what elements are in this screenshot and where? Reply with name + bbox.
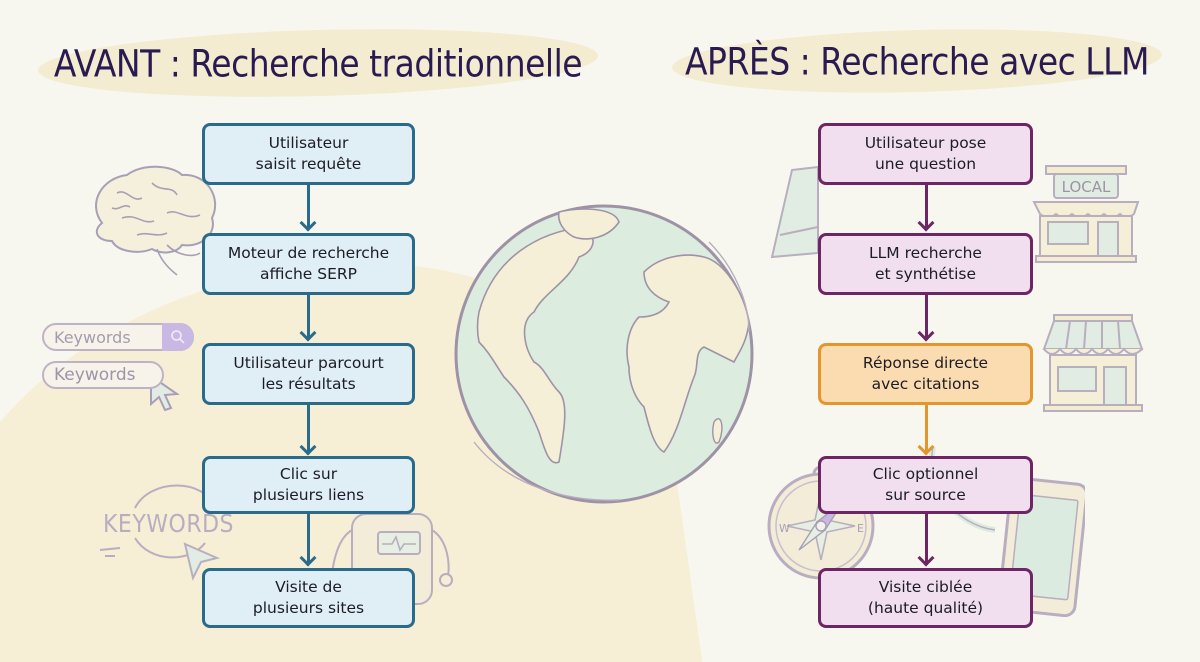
arrow-down-icon <box>917 295 935 342</box>
step-box: Utilisateur parcourt les résultats <box>202 343 415 405</box>
step-box: Utilisateur pose une question <box>818 123 1033 185</box>
step-text: une question <box>874 155 977 173</box>
step-text: affiche SERP <box>259 265 358 283</box>
step-box: Clic optionnel sur source <box>818 456 1033 514</box>
step-text: LLM recherche <box>869 244 982 262</box>
step-text: Visite de <box>275 578 342 596</box>
arrow-down-icon <box>299 514 317 567</box>
svg-text:LOCAL: LOCAL <box>1062 178 1111 196</box>
title-left-wrap: AVANT : Recherche traditionnelle <box>37 22 599 104</box>
step-text: (haute qualité) <box>867 599 984 617</box>
step-text: Moteur de recherche <box>227 244 390 262</box>
arrow-down-icon <box>299 295 317 342</box>
step-text: Clic optionnel <box>872 465 979 483</box>
step-text: Clic sur <box>279 465 338 483</box>
step-text: Utilisateur pose <box>864 134 987 152</box>
step-text: Réponse directe <box>862 354 989 372</box>
arrow-down-icon <box>299 405 317 456</box>
step-text: Utilisateur <box>268 134 349 152</box>
shop-icon: LOCAL <box>1032 165 1140 263</box>
step-text: sur source <box>885 486 966 504</box>
step-box: LLM recherche et synthétise <box>818 233 1033 295</box>
step-text: Utilisateur parcourt <box>233 354 384 372</box>
arrow-down-icon <box>917 185 935 232</box>
step-box: Visite ciblée (haute qualité) <box>818 568 1033 628</box>
step-box: Clic sur plusieurs liens <box>202 456 415 514</box>
keywords-input-bar: Keywords <box>42 361 164 389</box>
search-icon <box>162 323 194 351</box>
arrow-down-icon <box>917 514 935 567</box>
title-right-wrap: APRÈS : Recherche avec LLM <box>671 23 1163 99</box>
arrow-down-icon <box>299 185 317 232</box>
step-text: et synthétise <box>874 265 977 283</box>
globe-icon <box>454 204 754 504</box>
keywords-search-bar: Keywords <box>42 323 194 351</box>
keywords-label: KEYWORDS <box>103 510 235 539</box>
step-box: Moteur de recherche affiche SERP <box>202 233 415 295</box>
keywords-text: Keywords <box>54 365 136 385</box>
map-icon <box>770 165 819 259</box>
step-box: Visite de plusieurs sites <box>202 568 415 628</box>
shop-icon <box>1042 314 1144 412</box>
step-text: avec citations <box>871 375 980 393</box>
step-text: plusieurs sites <box>252 599 365 617</box>
arrow-down-icon <box>917 405 935 456</box>
pointer-arrow-icon <box>183 542 221 581</box>
step-box: Utilisateur saisit requête <box>202 123 415 185</box>
keywords-text: Keywords <box>54 327 131 347</box>
svg-text:W: W <box>779 522 790 535</box>
step-text: saisit requête <box>255 155 362 173</box>
step-text: Visite ciblée <box>878 578 973 596</box>
svg-text:E: E <box>857 522 864 535</box>
brain-icon <box>95 165 217 276</box>
step-text: les résultats <box>261 375 356 393</box>
step-box-highlight: Réponse directe avec citations <box>818 343 1033 405</box>
title-after: APRÈS : Recherche avec LLM <box>684 39 1150 83</box>
step-text: plusieurs liens <box>252 486 365 504</box>
title-before: AVANT : Recherche traditionnelle <box>53 41 583 85</box>
